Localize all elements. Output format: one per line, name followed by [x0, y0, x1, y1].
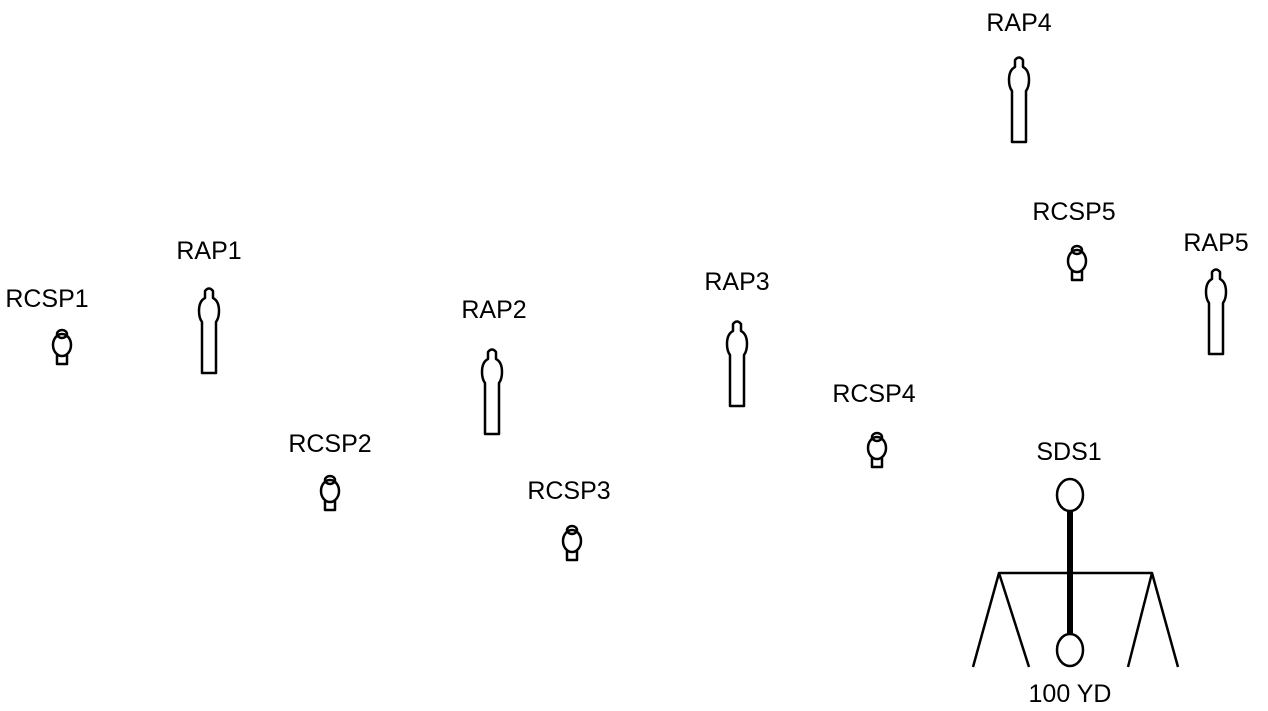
rap2-label: RAP2	[461, 296, 526, 324]
rap4: RAP4	[986, 9, 1052, 144]
rap2: RAP2	[461, 296, 527, 436]
rcsp3-label: RCSP3	[527, 477, 610, 505]
rcsp1-icon	[51, 328, 73, 366]
rcsp5-icon	[1066, 244, 1088, 282]
rcsp2-label: RCSP2	[288, 430, 371, 458]
rap4-icon	[1007, 56, 1031, 144]
rap5: RAP5	[1183, 229, 1249, 356]
sds1-frame	[971, 571, 1180, 668]
sds1-label: SDS1	[1036, 438, 1101, 466]
rap3-icon	[725, 320, 749, 408]
rap1-icon	[197, 287, 221, 375]
sds1-right-inner-leg	[1126, 572, 1154, 668]
rap3-label: RAP3	[704, 268, 769, 296]
sds1-bottom-node	[1055, 632, 1085, 668]
rcsp2-icon	[319, 474, 341, 512]
sds1-top-node	[1055, 477, 1085, 513]
rap2-icon	[480, 348, 504, 436]
sds1-left-inner-leg	[997, 572, 1031, 668]
rcsp3-icon	[561, 524, 583, 562]
distance-label: 100 YD	[1029, 680, 1112, 708]
rcsp3: RCSP3	[527, 477, 611, 562]
rap5-icon	[1204, 268, 1228, 356]
rap5-label: RAP5	[1183, 229, 1248, 257]
rcsp5: RCSP5	[1032, 198, 1116, 282]
rcsp5-label: RCSP5	[1032, 198, 1115, 226]
rcsp2: RCSP2	[288, 430, 372, 512]
rap3: RAP3	[704, 268, 770, 408]
rcsp4-label: RCSP4	[832, 380, 915, 408]
rcsp4: RCSP4	[832, 380, 916, 469]
rap1: RAP1	[176, 237, 242, 375]
rcsp1: RCSP1	[5, 285, 89, 366]
sds1: SDS1 100 YD	[971, 438, 1180, 708]
rap4-label: RAP4	[986, 9, 1051, 37]
rcsp1-label: RCSP1	[5, 285, 88, 313]
rap1-label: RAP1	[176, 237, 241, 265]
rcsp4-icon	[866, 431, 888, 469]
